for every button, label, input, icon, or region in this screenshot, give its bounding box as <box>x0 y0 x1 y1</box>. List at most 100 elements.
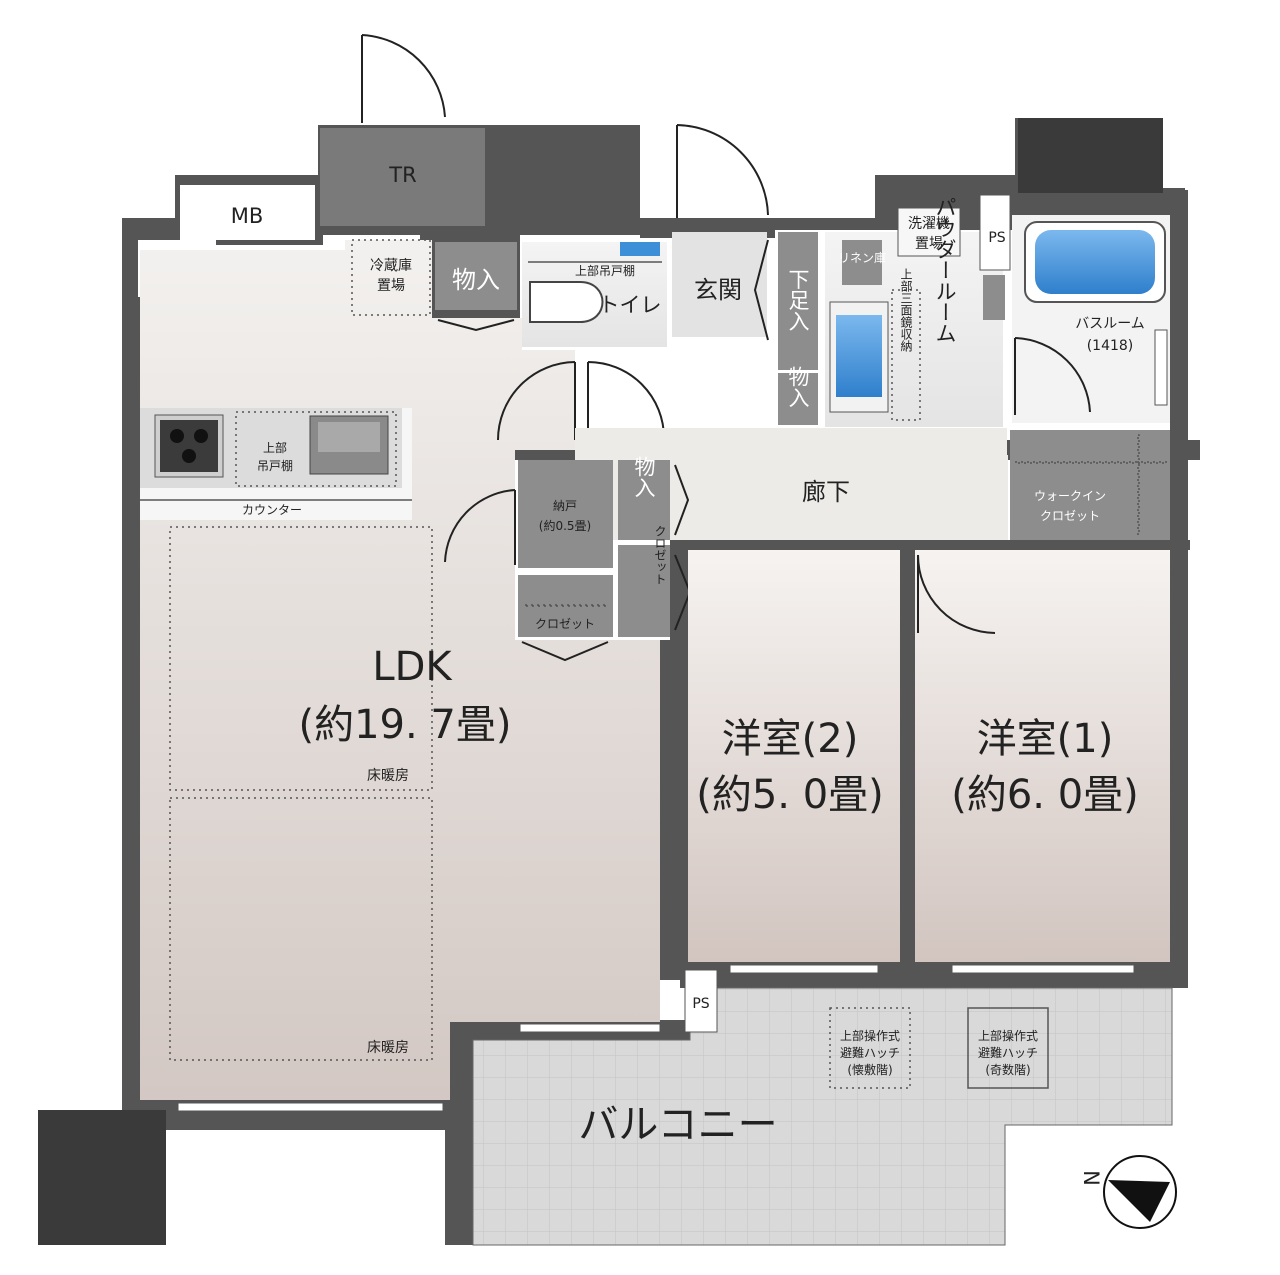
bathroom-label: バスルーム <box>1075 316 1145 332</box>
room1-name: 洋室(1) <box>977 716 1114 762</box>
linen-label: リネン庫 <box>838 251 886 265</box>
compass-needle-icon <box>1108 1180 1170 1222</box>
room1-window <box>951 964 1135 974</box>
genkan-label: 玄関 <box>694 276 742 304</box>
storage-3-door <box>674 464 690 536</box>
ps-bath-label: PS <box>988 230 1005 246</box>
floor-heating-label-1: 床暖房 <box>367 768 409 784</box>
entrance-door-arc <box>676 124 769 218</box>
bath-counter <box>1154 329 1168 406</box>
balcony-label: バルコニー <box>578 1102 777 1148</box>
closet-lower-rail <box>524 604 608 607</box>
floor-heating-area-1 <box>169 526 433 791</box>
shoe-box-label: 下足入 <box>786 269 810 332</box>
storage-1-door <box>437 319 515 332</box>
mb-room <box>180 185 315 240</box>
floor-heating-label-2: 床暖房 <box>367 1040 409 1056</box>
room1-size: (約6. 0畳) <box>951 772 1139 818</box>
ps-balcony-label: PS <box>692 996 709 1012</box>
fridge-label-2: 置場 <box>377 278 405 294</box>
walkin-label-1: ウォークイン <box>1034 489 1106 503</box>
column-bottom-left <box>38 1110 166 1245</box>
column-top-right <box>1018 118 1163 193</box>
powder-room-label: パウダールーム <box>933 197 957 344</box>
hatch-b-label-2: 避難ハッチ <box>978 1045 1038 1060</box>
room1-door-arc <box>917 554 996 634</box>
shoe-box <box>778 232 818 370</box>
room-2 <box>688 550 900 962</box>
kitchen-upper-label-1: 上部 <box>263 440 287 455</box>
ldk-window-balcony <box>519 1023 661 1033</box>
fridge-label-1: 冷蔵庫 <box>370 257 412 274</box>
ldk-size: (約19. 7畳) <box>299 702 512 748</box>
washer-area <box>897 207 961 257</box>
hatch-b-label-1: 上部操作式 <box>978 1028 1038 1043</box>
walkin-rail-1 <box>1014 461 1168 464</box>
room2-name: 洋室(2) <box>722 716 859 762</box>
nando-door-arc <box>444 489 516 565</box>
closet-label: クロゼット <box>535 617 595 631</box>
toilet-label: トイレ <box>599 293 662 317</box>
ldk-name: LDK <box>372 644 453 690</box>
linen-cabinet <box>842 240 882 285</box>
walkin-rail-2 <box>1137 434 1140 536</box>
nando <box>518 460 613 568</box>
hall-door-arc <box>587 361 665 439</box>
toilet-door-arc <box>497 361 576 441</box>
room-1 <box>915 550 1170 962</box>
room2-size: (約5. 0畳) <box>696 772 884 818</box>
bath-door-arc <box>1014 337 1091 415</box>
tr-door-arc <box>361 34 446 123</box>
closet-vertical <box>618 545 670 637</box>
kitchen-upper-cabinet <box>235 411 397 487</box>
fridge-area <box>351 239 431 316</box>
hatch-b <box>967 1007 1049 1089</box>
corridor-label: 廊下 <box>802 478 850 506</box>
cooktop-surface <box>160 420 218 472</box>
burner-3 <box>182 449 196 463</box>
walkin-closet <box>1010 430 1170 540</box>
hatch-a <box>829 1007 911 1089</box>
washer-label-2: 置場 <box>915 236 943 252</box>
hatch-a-label-3: (懐敷階) <box>847 1062 892 1077</box>
hatch-a-label-2: 避難ハッチ <box>840 1045 900 1060</box>
storage-monoire-1-label: 物入 <box>452 266 500 294</box>
toilet-upper-shelf-label: 上部吊戸棚 <box>575 263 635 278</box>
burner-1 <box>170 429 184 443</box>
shoe-box-door <box>753 239 769 341</box>
burner-2 <box>194 429 208 443</box>
nando-label-1: 納戸 <box>553 499 577 513</box>
storage-monoire-2 <box>778 373 818 425</box>
counter-label: カウンター <box>242 503 302 517</box>
toilet-tank <box>620 242 660 256</box>
bath-shaft <box>983 275 1005 320</box>
closet-vertical-label: クロゼット <box>653 525 667 585</box>
vanity-basin <box>836 315 882 397</box>
tr-label: TR <box>388 163 416 187</box>
sink-basin <box>318 422 380 452</box>
nando-label-2: (約0.5畳) <box>539 518 591 533</box>
corridor-lower <box>690 455 1008 540</box>
closet-lower-door <box>521 641 609 662</box>
compass: N <box>1079 1155 1177 1229</box>
hatch-b-label-3: (奇数階) <box>985 1062 1030 1077</box>
washer-label-1: 洗濯機 <box>908 216 950 232</box>
ps-balcony-box <box>684 969 718 1033</box>
hatch-a-label-1: 上部操作式 <box>840 1028 900 1043</box>
upper-mirror-storage <box>891 289 921 421</box>
room2-window <box>729 964 879 974</box>
upper-mirror-storage-label: 上部三面鏡収納 <box>899 268 913 352</box>
storage-monoire-3-label: 物入 <box>632 456 656 498</box>
bathtub-water <box>1035 230 1155 294</box>
ldk-window-bottom <box>177 1102 444 1112</box>
storage-monoire-1 <box>435 242 517 310</box>
compass-n-label: N <box>1079 1170 1103 1186</box>
ps-bath-box <box>979 194 1011 271</box>
kitchen-upper-label-2: 吊戸棚 <box>257 458 293 473</box>
mb-label: MB <box>231 204 264 228</box>
storage-monoire-2-label: 物入 <box>786 366 810 408</box>
toilet-bowl <box>529 281 604 323</box>
walkin-label-2: クロゼット <box>1040 509 1100 523</box>
tr-room <box>320 128 485 226</box>
